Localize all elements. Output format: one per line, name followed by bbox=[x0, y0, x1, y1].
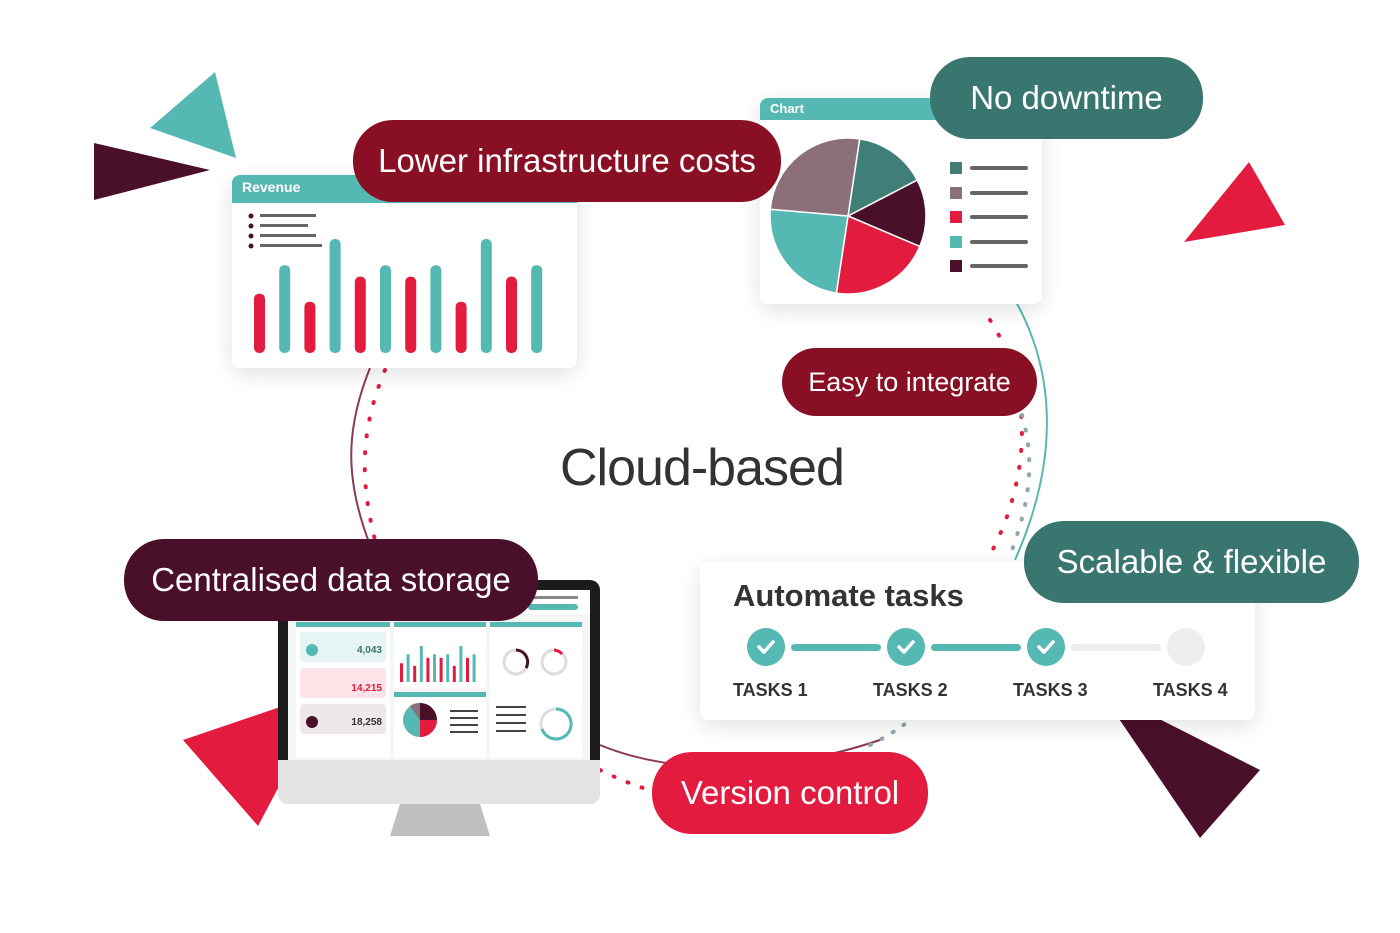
mini-bar bbox=[406, 654, 410, 682]
task-check-icon bbox=[1027, 628, 1065, 666]
task-check-icon bbox=[887, 628, 925, 666]
pie-legend-line bbox=[970, 190, 1028, 195]
monitor-stand bbox=[390, 804, 490, 836]
task-connector bbox=[1071, 644, 1161, 651]
pie-legend-line bbox=[970, 239, 1028, 244]
mini-revenue-panel bbox=[394, 622, 486, 688]
task-label: TASKS 1 bbox=[733, 680, 808, 700]
task-connector bbox=[791, 644, 881, 651]
revenue-bar bbox=[405, 276, 417, 353]
pill-scalable-flexible: Scalable & flexible bbox=[1024, 521, 1359, 603]
revenue-bar bbox=[354, 276, 366, 353]
pie-legend bbox=[950, 162, 1030, 292]
mini-stat-value-3: 18,258 bbox=[351, 717, 382, 728]
pill-no-downtime: No downtime bbox=[930, 57, 1203, 139]
pill-lower-infrastructure-costs: Lower infrastructure costs bbox=[353, 120, 781, 202]
triangle-maroon-bottomright bbox=[1098, 688, 1260, 838]
orbit-arc-right bbox=[1014, 299, 1048, 561]
pie-slice bbox=[847, 138, 919, 218]
pie-chart bbox=[769, 137, 927, 295]
revenue-bar bbox=[506, 276, 517, 353]
revenue-bar bbox=[455, 301, 467, 353]
pie-legend-line bbox=[970, 215, 1028, 219]
revenue-bar bbox=[380, 265, 391, 353]
mini-pie-legend bbox=[450, 710, 478, 733]
mini-bar bbox=[472, 654, 476, 682]
revenue-bar bbox=[279, 265, 291, 353]
automate-tasks-title: Automate tasks bbox=[733, 578, 964, 613]
mini-stat-value-1: 4,043 bbox=[356, 645, 382, 656]
revenue-bar bbox=[531, 265, 543, 353]
pie-legend-swatch bbox=[950, 186, 962, 199]
revenue-legend-lines bbox=[248, 213, 322, 249]
mini-management-panel bbox=[490, 622, 582, 758]
mini-pie bbox=[403, 702, 437, 737]
mini-gauges bbox=[502, 648, 568, 676]
mini-stat-todo: 18,258 bbox=[300, 704, 386, 734]
task-connector bbox=[931, 644, 1021, 651]
pie-legend-swatch bbox=[950, 235, 962, 248]
mini-bar bbox=[400, 663, 403, 682]
mini-bar bbox=[452, 665, 456, 682]
task-pending-icon bbox=[1167, 628, 1205, 666]
mini-bar bbox=[466, 657, 469, 682]
monitor-chin bbox=[278, 760, 600, 804]
mini-stat-done: 4,043 bbox=[300, 632, 386, 662]
pie-slice bbox=[835, 214, 921, 295]
task-label: TASKS 3 bbox=[1013, 680, 1088, 700]
orbit-dots-left bbox=[362, 368, 387, 542]
revenue-bar-chart bbox=[254, 239, 543, 353]
mini-chart-panel bbox=[394, 692, 486, 758]
pill-centralised-data-storage: Centralised data storage bbox=[124, 539, 538, 621]
mini-bar bbox=[413, 665, 417, 682]
chart-card-title: Chart bbox=[760, 98, 940, 120]
chart-card: Chart bbox=[760, 98, 1042, 304]
mini-bar bbox=[426, 657, 430, 682]
mini-bar bbox=[459, 646, 463, 682]
orbit-arc-left bbox=[350, 367, 371, 546]
pie-slice bbox=[769, 137, 861, 217]
mini-stat-value-2: 14,215 bbox=[351, 683, 382, 694]
task-label: TASKS 2 bbox=[873, 680, 948, 700]
mini-stat-overdue: 14,215 bbox=[300, 668, 386, 698]
mini-bar bbox=[439, 657, 443, 682]
triangle-teal-topleft bbox=[150, 72, 236, 158]
mini-ring-chart bbox=[496, 706, 573, 741]
center-title: Cloud-based bbox=[560, 439, 845, 497]
pill-easy-to-integrate: Easy to integrate bbox=[782, 348, 1037, 416]
pie-legend-swatch bbox=[950, 162, 962, 174]
mini-bar bbox=[446, 654, 450, 682]
revenue-bar bbox=[430, 265, 442, 353]
pie-legend-swatch bbox=[950, 260, 962, 272]
revenue-bar bbox=[254, 293, 265, 353]
pie-legend-line bbox=[970, 264, 1028, 268]
pie-slice bbox=[769, 208, 849, 294]
pie-legend-line bbox=[970, 166, 1028, 170]
revenue-card: Revenue bbox=[232, 175, 577, 368]
orbit-dots-right-grey bbox=[1010, 413, 1032, 552]
revenue-bar bbox=[329, 239, 341, 353]
triangle-red-right bbox=[1184, 162, 1285, 242]
task-label: TASKS 4 bbox=[1153, 680, 1228, 700]
mini-bar bbox=[419, 646, 423, 682]
pill-version-control: Version control bbox=[652, 752, 928, 834]
triangle-maroon-left bbox=[94, 143, 210, 200]
revenue-bar bbox=[304, 301, 316, 353]
pie-slice bbox=[846, 179, 927, 248]
mini-progress-panel: 4,043 14,215 18,258 bbox=[296, 622, 390, 758]
mini-bar bbox=[433, 654, 436, 682]
orbit-dots-right-red bbox=[988, 318, 1024, 557]
revenue-bar bbox=[480, 239, 492, 353]
task-check-icon bbox=[747, 628, 785, 666]
pie-legend-swatch bbox=[950, 211, 962, 223]
mini-bar-chart bbox=[400, 646, 476, 682]
